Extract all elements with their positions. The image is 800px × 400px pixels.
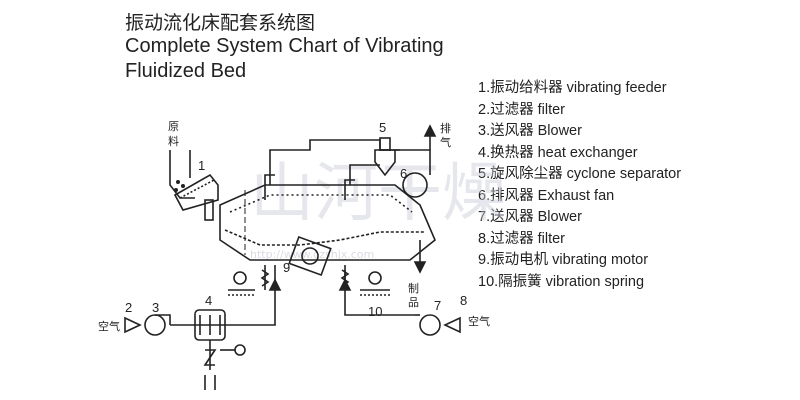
component-legend: 1.振动给料器 vibrating feeder 2.过滤器 filter 3.… (478, 78, 681, 293)
legend-item-5: 5.旋风除尘器 cyclone separator (478, 166, 682, 182)
legend-item-6: 6.排风器 Exhaust fan (478, 187, 615, 204)
legend-item-9: 9.振动电机 vibrating motor (478, 252, 649, 268)
exhaust-fan (395, 124, 437, 198)
air-label-left: 空气 (98, 319, 120, 333)
legend-item-1: 1.振动给料器 vibrating feeder (478, 80, 667, 96)
blower-left (144, 314, 171, 336)
legend-item-2: 2.过滤器 filter (478, 101, 566, 118)
exhaust-label-1: 排 (440, 121, 451, 135)
filter-right (443, 316, 461, 334)
product-outlet (413, 240, 427, 274)
label-number-3: 3 (152, 300, 159, 315)
vibration-springs-left (228, 265, 270, 296)
heat-exchanger (194, 309, 246, 390)
exhaust-label-2: 气 (440, 135, 451, 149)
label-number-6: 6 (400, 166, 407, 181)
legend-item-4: 4.换热器 heat exchanger (478, 144, 638, 161)
label-number-1: 1 (198, 158, 205, 173)
label-number-2: 2 (125, 300, 132, 315)
legend-item-10: 10.隔振簧 vibration spring (478, 273, 645, 290)
inlet-arrow-right (338, 278, 352, 291)
legend-item-7: 7.送风器 Blower (478, 209, 582, 225)
cyclone-separator (374, 137, 396, 177)
title-chinese: 振动流化床配套系统图 (125, 12, 316, 34)
blower-right (415, 314, 441, 336)
label-number-10: 10 (368, 304, 382, 319)
raw-material-label-1: 原 (168, 120, 179, 133)
air-label-right: 空气 (468, 314, 490, 328)
label-number-9: 9 (283, 260, 290, 275)
filter-left (124, 316, 142, 334)
raw-material-label-2: 料 (168, 134, 179, 148)
product-label-2: 品 (408, 296, 419, 309)
title-english: Complete System Chart of Vibrating Fluid… (125, 35, 444, 82)
inlet-arrow-left (268, 278, 282, 291)
label-number-4: 4 (205, 293, 212, 308)
label-number-7: 7 (434, 298, 441, 313)
vibrating-feeder (173, 173, 219, 221)
watermark-url: http://www.czshjx.com (250, 248, 374, 261)
inlet-pipe-left (170, 265, 276, 326)
label-number-8: 8 (460, 293, 467, 308)
legend-item-3: 3.送风器 Blower (478, 123, 582, 139)
label-number-5: 5 (379, 120, 386, 135)
fluidized-bed-body (219, 184, 436, 261)
product-label-1: 制 (408, 282, 419, 295)
vibrating-motor (288, 236, 332, 276)
raw-material-hopper (169, 150, 195, 199)
watermark-text: 山河干燥 (250, 157, 506, 231)
legend-item-8: 8.过滤器 filter (478, 230, 566, 247)
